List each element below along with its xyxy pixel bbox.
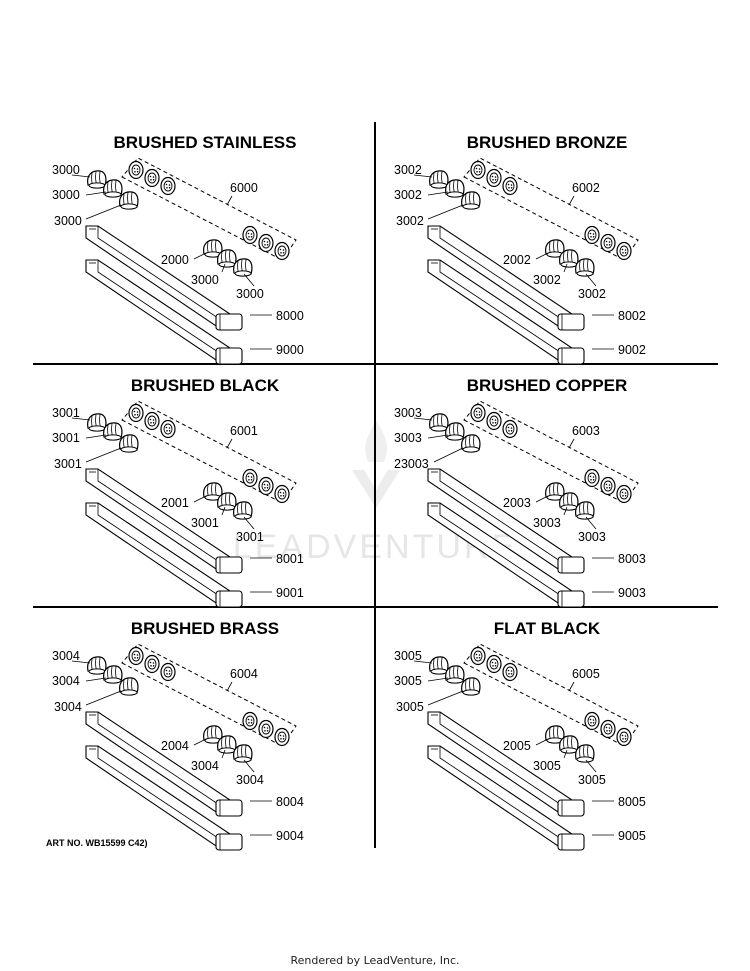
callout-handle: 8000 [276,309,304,323]
callout-handle: 9000 [276,343,304,357]
callout-knob: 3003 [394,431,422,445]
callout-knob: 3000 [54,214,82,228]
callout-knob: 3002 [396,214,424,228]
panel-title: BRUSHED BRONZE [467,133,628,152]
callout-handle: 8003 [618,552,646,566]
callout-knob: 3001 [236,530,264,544]
panel-title: FLAT BLACK [494,619,601,638]
callout-handle: 9002 [618,343,646,357]
switch-set-graphic [463,643,639,747]
panel-title: BRUSHED STAINLESS [114,133,297,152]
callout-handle: 9005 [618,829,646,843]
callout-knob: 3000 [52,188,80,202]
switch-set-graphic [121,400,297,504]
panel-flat-black: FLAT BLACK 3005 3005 3005 6005 2005 3005… [394,619,646,851]
callout-knob: 3004 [54,700,82,714]
callout-knob: 2002 [503,253,531,267]
knob-icon [87,413,139,453]
callout-switch-set: 6005 [572,667,600,681]
callout-knob: 3001 [52,431,80,445]
knob-icon [203,482,253,520]
callout-knob: 3004 [52,649,80,663]
panel-brushed-copper: BRUSHED COPPER 3003 3003 23003 6003 2003… [394,376,646,608]
callout-switch-set: 6001 [230,424,258,438]
callout-handle: 9003 [618,586,646,600]
callout-knob: 3004 [52,674,80,688]
callout-knob: 3005 [533,759,561,773]
callout-handle: 9001 [276,586,304,600]
art-number: ART NO. WB15599 C42) [46,838,148,848]
panel-brushed-black: BRUSHED BLACK 3001 3001 3001 6001 2001 3… [52,376,304,608]
callout-knob: 3004 [236,773,264,787]
callout-switch-set: 6002 [572,181,600,195]
knob-icon [545,482,595,520]
knob-icon [87,170,139,210]
callout-knob: 3005 [396,700,424,714]
knob-icon [87,656,139,696]
switch-set-graphic [121,157,297,261]
callout-knob: 2000 [161,253,189,267]
callout-knob: 3005 [578,773,606,787]
callout-knob: 3002 [578,287,606,301]
callout-handle: 8005 [618,795,646,809]
callout-knob: 2001 [161,496,189,510]
knob-icon [203,725,253,763]
callout-knob: 3002 [394,188,422,202]
panel-title: BRUSHED BRASS [131,619,279,638]
panel-brushed-stainless: BRUSHED STAINLESS 3000 3000 3000 6000 20… [52,133,304,365]
callout-knob: 3001 [54,457,82,471]
callout-knob: 3003 [394,406,422,420]
callout-knob: 23003 [394,457,429,471]
callout-knob: 3003 [533,516,561,530]
callout-knob: 3003 [578,530,606,544]
callout-knob: 2005 [503,739,531,753]
callout-knob: 3005 [394,674,422,688]
callout-knob: 3001 [191,516,219,530]
panel-brushed-bronze: BRUSHED BRONZE 3002 3002 3002 6002 2002 … [394,133,646,365]
callout-switch-set: 6004 [230,667,258,681]
knob-icon [429,170,481,210]
callout-knob: 3001 [52,406,80,420]
callout-switch-set: 6000 [230,181,258,195]
callout-switch-set: 6003 [572,424,600,438]
panel-title: BRUSHED COPPER [467,376,628,395]
knob-icon [203,239,253,277]
callout-knob: 2003 [503,496,531,510]
panel-brushed-brass: BRUSHED BRASS 3004 3004 3004 6004 2004 3… [46,619,304,851]
footer-credit: Rendered by LeadVenture, Inc. [290,954,460,967]
callout-knob: 3000 [52,163,80,177]
callout-handle: 8004 [276,795,304,809]
callout-knob: 3002 [533,273,561,287]
knob-icon [545,725,595,763]
knob-icon [545,239,595,277]
knob-icon [429,656,481,696]
callout-knob: 2004 [161,739,189,753]
callout-handle: 8002 [618,309,646,323]
switch-set-graphic [121,643,297,747]
callout-knob: 3002 [394,163,422,177]
panel-title: BRUSHED BLACK [131,376,280,395]
callout-handle: 8001 [276,552,304,566]
callout-knob: 3005 [394,649,422,663]
switch-set-graphic [463,400,639,504]
knob-icon [429,413,481,453]
callout-knob: 3000 [191,273,219,287]
callout-knob: 3004 [191,759,219,773]
callout-knob: 3000 [236,287,264,301]
switch-set-graphic [463,157,639,261]
callout-handle: 9004 [276,829,304,843]
